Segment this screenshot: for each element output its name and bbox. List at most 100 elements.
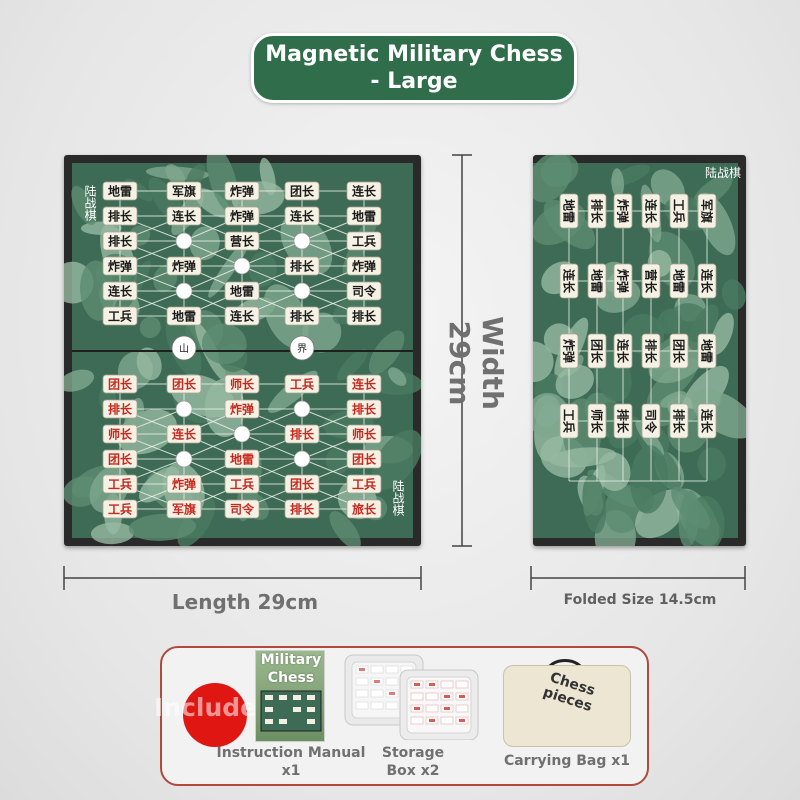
chess-piece-red: 连长 [166,424,202,444]
piece-label: 连长 [352,184,377,199]
piece-label: 连长 [700,269,715,294]
camouflage-board-icon: 山界地雷军旗炸弹团长连长排长连长炸弹连长地雷排长营长工兵炸弹炸弹排长炸弹连长地雷… [64,155,421,546]
camp-circle [293,450,311,468]
chess-piece-red: 工兵 [102,499,138,519]
piece-label: 连长 [700,409,715,434]
chess-piece-black: 工兵 [102,306,138,326]
chess-piece-folded: 团长 [669,333,689,369]
piece-label: 地雷 [562,199,577,223]
piece-label: 炸弹 [230,184,254,199]
camp-circle [293,400,311,418]
chess-piece-black: 排长 [102,206,138,226]
chess-piece-folded: 炸弹 [559,333,579,369]
chess-piece-red: 工兵 [284,374,320,394]
chess-piece-folded: 地雷 [559,193,579,229]
piece-label: 工兵 [352,477,376,492]
chess-piece-folded: 地雷 [587,263,607,299]
chess-piece-red: 工兵 [346,474,382,494]
chess-piece-folded: 军旗 [697,193,717,229]
chess-piece-folded: 炸弹 [613,193,633,229]
mountain-circle [171,335,197,361]
camp-circle [293,232,311,250]
piece-label: 团长 [108,377,133,392]
piece-label: 军旗 [700,199,715,223]
piece-label: 地雷 [590,269,605,293]
camp-circle [175,400,193,418]
piece-label: 连长 [172,427,197,442]
chess-piece-folded: 地雷 [669,263,689,299]
piece-label: 工兵 [672,199,687,223]
chess-piece-folded: 营长 [641,263,661,299]
piece-label: 连长 [108,284,133,299]
chess-piece-folded: 连长 [697,403,717,439]
chess-piece-black: 地雷 [102,181,138,201]
chess-piece-red: 团长 [346,449,382,469]
camp-circle [175,450,193,468]
chess-piece-red: 军旗 [166,499,202,519]
chess-piece-black: 连长 [224,306,260,326]
includes-badge [183,683,247,747]
chess-piece-black: 营长 [224,231,260,251]
camp-circle [233,425,251,443]
chess-piece-folded: 地雷 [697,333,717,369]
piece-label: 连长 [230,309,255,324]
chess-piece-folded: 炸弹 [613,263,633,299]
page-title: Magnetic Military Chess - Large [251,33,577,103]
piece-label: 地雷 [230,452,254,467]
chess-piece-folded: 连长 [559,263,579,299]
chess-piece-red: 团长 [284,474,320,494]
chess-piece-black: 炸弹 [346,256,382,276]
storage-box-icon [344,654,479,740]
chess-piece-black: 炸弹 [166,256,202,276]
piece-label: 地雷 [700,339,715,363]
mountain-label: 界 [297,343,307,355]
piece-label: 团长 [290,477,315,492]
chess-piece-folded: 工兵 [669,193,689,229]
chess-piece-red: 师长 [102,424,138,444]
chess-piece-folded: 排长 [587,193,607,229]
chess-piece-black: 排长 [284,306,320,326]
piece-label: 炸弹 [230,402,254,417]
piece-label: 地雷 [672,269,687,293]
carrying-bag-icon [503,665,631,747]
piece-label: 营长 [644,269,659,294]
piece-label: 炸弹 [352,259,376,274]
chess-piece-folded: 连长 [613,333,633,369]
piece-label: 师长 [352,427,377,442]
chess-piece-black: 炸弹 [224,181,260,201]
piece-label: 连长 [616,339,631,364]
manual-title: Military Chess [260,652,322,686]
piece-label: 炸弹 [172,477,196,492]
chess-piece-black: 连长 [284,206,320,226]
piece-label: 连长 [644,199,659,224]
piece-label: 排长 [644,339,659,364]
piece-label: 连长 [562,269,577,294]
chess-piece-red: 旅长 [346,499,382,519]
piece-label: 排长 [108,234,133,249]
piece-label: 连长 [352,377,377,392]
chess-piece-red: 地雷 [224,449,260,469]
piece-label: 团长 [352,452,377,467]
mountain-label: 山 [179,343,189,355]
piece-label: 炸弹 [230,209,254,224]
manual-board-icon [260,690,322,732]
piece-label: 炸弹 [108,259,132,274]
piece-label: 地雷 [172,309,196,324]
chess-piece-red: 炸弹 [166,474,202,494]
piece-label: 炸弹 [562,339,577,363]
piece-label: 旅长 [352,502,377,517]
piece-label: 排长 [290,427,315,442]
chess-piece-red: 工兵 [224,474,260,494]
piece-label: 司令 [352,284,377,299]
piece-label: 营长 [230,234,255,249]
width-label: Width 29cm [443,316,509,410]
item-label-storage: Storage Box x2 [381,745,445,779]
piece-label: 排长 [290,309,315,324]
piece-label: 排长 [352,402,377,417]
chess-piece-folded: 排长 [669,403,689,439]
piece-label: 团长 [108,452,133,467]
chess-piece-black: 排长 [284,256,320,276]
chess-piece-red: 师长 [224,374,260,394]
piece-label: 团长 [590,339,605,364]
piece-label: 排长 [672,409,687,434]
